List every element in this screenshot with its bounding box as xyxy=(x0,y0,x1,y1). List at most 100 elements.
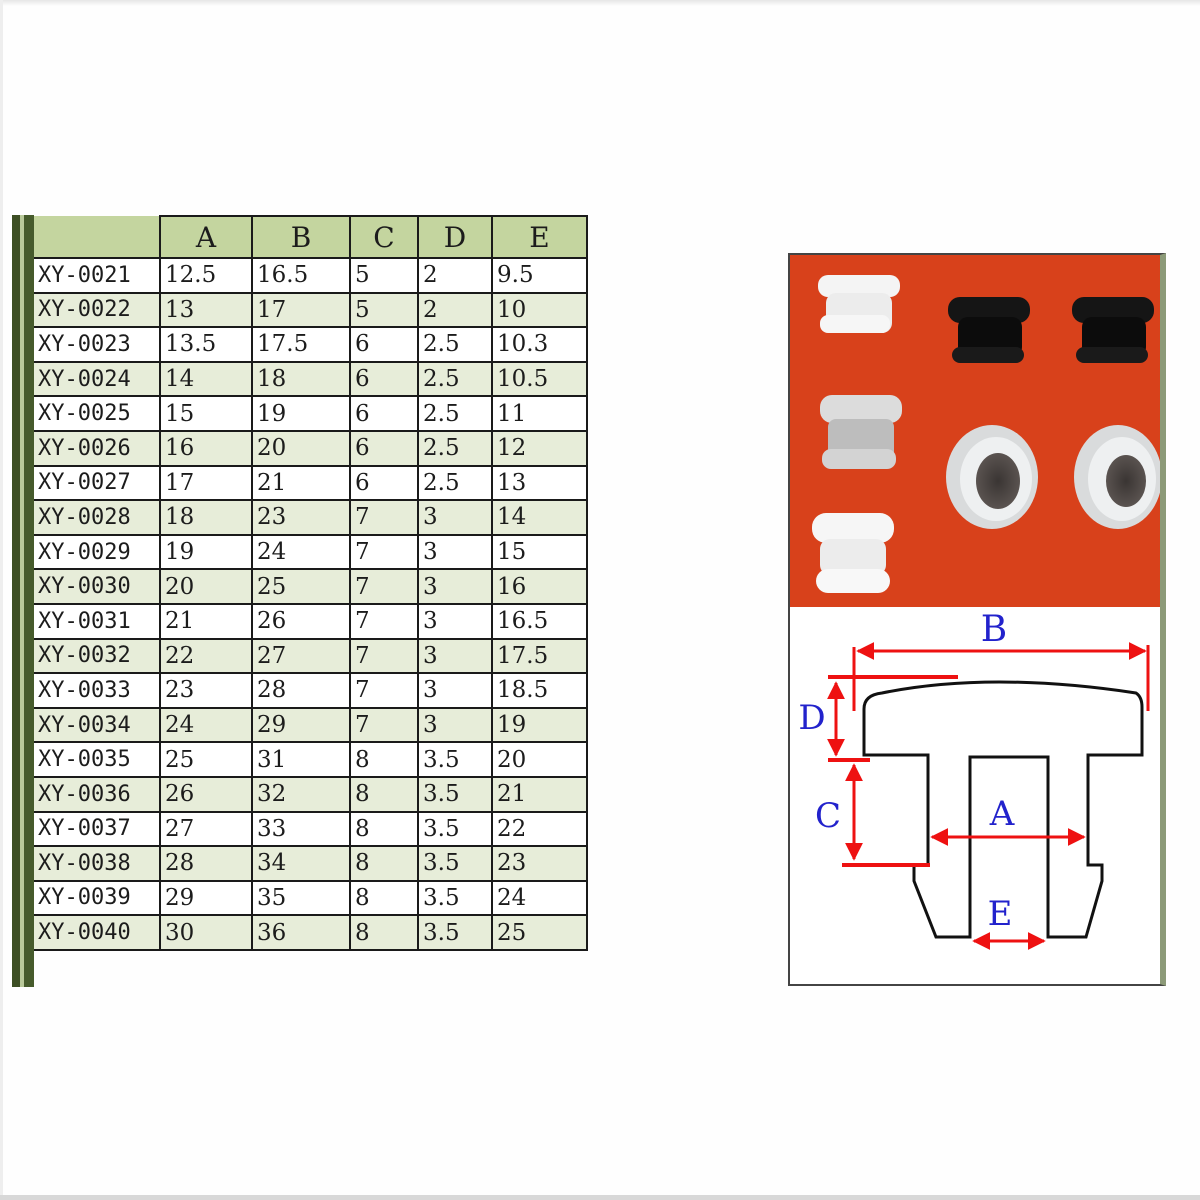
dimension-cell-e: 11 xyxy=(491,395,588,432)
label-e: E xyxy=(988,894,1013,934)
dimension-cell-e: 9.5 xyxy=(491,257,588,294)
dimension-cell-d: 3.5 xyxy=(417,845,493,882)
label-c: C xyxy=(815,796,841,836)
dimension-cell-b: 28 xyxy=(251,672,351,709)
dimension-cell-a: 17 xyxy=(159,464,253,502)
dimension-cell-d: 3.5 xyxy=(417,810,493,848)
product-photo-illustration xyxy=(790,255,1160,607)
dimension-cell-d: 2 xyxy=(417,257,493,294)
model-cell: XY-0032 xyxy=(34,637,161,675)
product-panel: B D C A E xyxy=(788,253,1166,986)
header-a: A xyxy=(159,215,253,259)
dimension-cell-c: 7 xyxy=(349,568,419,605)
dimension-cell-e: 14 xyxy=(491,499,588,536)
dimension-cell-e: 23 xyxy=(491,845,588,882)
header-e: E xyxy=(491,215,588,259)
dimension-cell-a: 27 xyxy=(159,810,253,848)
dimension-cell-b: 17 xyxy=(251,291,351,329)
model-cell: XY-0035 xyxy=(34,741,161,778)
table-left-bar-gap xyxy=(20,215,24,987)
model-cell: XY-0039 xyxy=(34,879,161,917)
dimension-cell-b: 16.5 xyxy=(251,257,351,294)
dimension-cell-c: 6 xyxy=(349,395,419,432)
dimension-cell-c: 7 xyxy=(349,706,419,744)
dimension-cell-a: 24 xyxy=(159,706,253,744)
header-blank xyxy=(34,216,161,259)
model-cell: XY-0040 xyxy=(34,914,161,951)
dimension-cell-a: 28 xyxy=(159,845,253,882)
table-header-row: A B C D E xyxy=(34,215,588,259)
dimension-cell-e: 17.5 xyxy=(491,637,588,675)
dimension-cell-c: 8 xyxy=(349,845,419,882)
dimension-cell-e: 20 xyxy=(491,741,588,778)
model-cell: XY-0025 xyxy=(34,395,161,432)
dimension-cell-e: 16.5 xyxy=(491,602,588,640)
dimension-cell-a: 18 xyxy=(159,499,253,536)
dimension-cell-c: 8 xyxy=(349,914,419,951)
dimension-cell-b: 25 xyxy=(251,568,351,605)
dimension-cell-b: 26 xyxy=(251,602,351,640)
dimension-cell-b: 36 xyxy=(251,914,351,951)
model-cell: XY-0024 xyxy=(34,360,161,398)
model-cell: XY-0037 xyxy=(34,810,161,848)
dimension-cell-b: 24 xyxy=(251,533,351,571)
dimension-cell-b: 20 xyxy=(251,429,351,467)
dimension-cell-e: 16 xyxy=(491,568,588,605)
dimension-cell-c: 7 xyxy=(349,499,419,536)
model-cell: XY-0023 xyxy=(34,326,161,363)
model-cell: XY-0028 xyxy=(34,499,161,536)
model-cell: XY-0036 xyxy=(34,775,161,813)
dimension-cell-a: 15 xyxy=(159,395,253,432)
header-c: C xyxy=(349,215,419,259)
model-cell: XY-0033 xyxy=(34,672,161,709)
dimension-cell-d: 2.5 xyxy=(417,395,493,432)
dimension-cell-b: 35 xyxy=(251,879,351,917)
dimension-cell-b: 29 xyxy=(251,706,351,744)
dimension-cell-b: 32 xyxy=(251,775,351,813)
model-cell: XY-0029 xyxy=(34,533,161,571)
dimension-cell-e: 10.5 xyxy=(491,360,588,398)
dimension-cell-a: 30 xyxy=(159,914,253,951)
dimension-cell-b: 17.5 xyxy=(251,326,351,363)
dimension-cell-a: 26 xyxy=(159,775,253,813)
model-cell: XY-0030 xyxy=(34,568,161,605)
dimension-cell-d: 2.5 xyxy=(417,464,493,502)
top-edge-strip xyxy=(0,0,1200,6)
dimension-cell-e: 21 xyxy=(491,775,588,813)
dimension-cell-d: 3 xyxy=(417,568,493,605)
dimension-cell-a: 14 xyxy=(159,360,253,398)
product-photo xyxy=(790,255,1160,607)
dimension-cell-d: 3 xyxy=(417,499,493,536)
dimension-cell-a: 21 xyxy=(159,602,253,640)
model-cell: XY-0022 xyxy=(34,291,161,329)
grommet-icon xyxy=(946,425,1038,529)
dimension-cell-d: 3.5 xyxy=(417,879,493,917)
dimension-cell-d: 3 xyxy=(417,637,493,675)
left-edge xyxy=(0,0,3,1200)
dimension-cell-c: 8 xyxy=(349,810,419,848)
dimension-cell-c: 5 xyxy=(349,291,419,329)
dimension-cell-d: 2 xyxy=(417,291,493,329)
dimension-cell-e: 25 xyxy=(491,914,588,951)
dimension-cell-c: 6 xyxy=(349,429,419,467)
dimension-cell-e: 15 xyxy=(491,533,588,571)
dimension-cell-d: 3 xyxy=(417,706,493,744)
dimension-cell-e: 12 xyxy=(491,429,588,467)
dimension-cell-e: 19 xyxy=(491,706,588,744)
dimension-cell-c: 8 xyxy=(349,775,419,813)
dimension-cell-e: 13 xyxy=(491,464,588,502)
